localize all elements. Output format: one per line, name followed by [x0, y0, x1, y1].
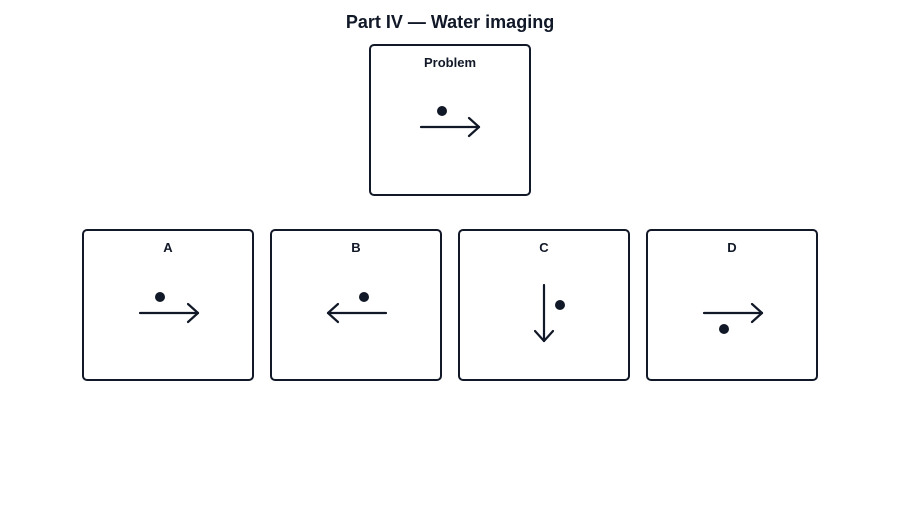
problem-label: Problem — [423, 55, 476, 70]
option-d-dot — [719, 324, 729, 334]
page-title: Part IV — Water imaging — [345, 12, 555, 32]
problem-panel: Problem — [369, 44, 531, 196]
problem-dot — [437, 106, 447, 116]
option-a-dot — [155, 292, 165, 302]
option-c-dot — [555, 300, 565, 310]
option-c-label: C — [539, 240, 549, 255]
option-c-arrow-down-icon — [533, 283, 555, 343]
option-d-figure — [702, 302, 764, 334]
option-d-label: D — [727, 240, 737, 255]
option-d-arrow-right-icon — [702, 302, 764, 324]
option-b-card[interactable]: B — [270, 229, 442, 381]
option-c-card[interactable]: C — [458, 229, 630, 381]
option-b-figure — [326, 292, 388, 324]
option-a-arrow-right-icon — [138, 302, 200, 324]
problem-figure — [419, 106, 481, 138]
option-c-figure — [533, 283, 565, 343]
problem-arrow-right-icon — [419, 116, 481, 138]
option-b-dot — [359, 292, 369, 302]
option-b-label: B — [351, 240, 361, 255]
option-a-figure — [138, 292, 200, 324]
option-d-card[interactable]: D — [646, 229, 818, 381]
option-b-arrow-left-icon — [326, 302, 388, 324]
option-a-card[interactable]: A — [82, 229, 254, 381]
option-a-label: A — [163, 240, 173, 255]
